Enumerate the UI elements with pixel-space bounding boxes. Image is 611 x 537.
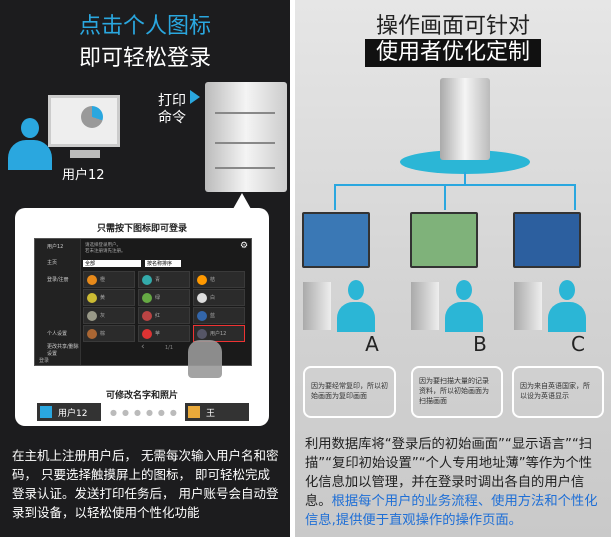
- note-b: 因为要扫描大量的记录资料，所以初始画面为扫描画面: [411, 366, 503, 418]
- monitor-icon: [48, 95, 120, 147]
- screen-a: [302, 212, 370, 268]
- user-tile[interactable]: 绿: [138, 289, 190, 306]
- screen-message: 请选择登录用户。 若未注册请先注册。: [85, 243, 126, 254]
- label-a: A: [365, 332, 379, 356]
- description-plain: 利用数据库将“登录后的初始画面”“显示语言”“扫描”“复印初始设置”“个人专用地…: [305, 437, 593, 509]
- user-tile[interactable]: 苹: [138, 325, 190, 342]
- user-tile[interactable]: 青: [138, 271, 190, 288]
- user-chip-after: 王: [185, 403, 249, 421]
- note-c: 因为来自英语国家，所以设为英语显示: [512, 366, 604, 418]
- monitor-stand: [70, 150, 100, 158]
- printer-b: [411, 282, 439, 330]
- label-b: B: [473, 332, 487, 356]
- user-tile[interactable]: 桔: [193, 271, 245, 288]
- user-c-icon: [548, 280, 586, 332]
- screen-b: [410, 212, 478, 268]
- right-panel: 操作画面可针对 使用者优化定制 A B C 因为要经常复印，所以初始画面为复印画…: [295, 0, 611, 537]
- label-c: C: [571, 332, 585, 356]
- side-item-register[interactable]: 登录/注册: [47, 277, 69, 283]
- left-title-2: 即可轻松登录: [78, 46, 211, 71]
- filter-select[interactable]: 全部: [83, 260, 141, 267]
- progress-dots: ●●●●●●: [110, 408, 182, 417]
- user-label: 用户12: [62, 168, 105, 183]
- user-tile[interactable]: 棕: [83, 325, 135, 342]
- left-title-1: 点击个人图标: [78, 14, 211, 39]
- left-description: 在主机上注册用户后， 无需每次输入用户名和密码， 只要选择触摸屏上的图标， 即可…: [12, 448, 279, 520]
- side-item-home[interactable]: 主页: [47, 260, 58, 266]
- prev-page-icon[interactable]: ‹: [141, 342, 145, 352]
- bubble-pointer: [233, 193, 251, 209]
- side-item-personal[interactable]: 个人设置: [47, 331, 68, 337]
- note-a: 因为要经常复印，所以初始画面为复印画面: [303, 366, 396, 418]
- login-screen: 用户12 请选择登录用户。 若未注册请先注册。 ⚙ 主页 登录/注册 个人设置 …: [34, 238, 252, 366]
- screen-footer: 登录: [39, 358, 50, 364]
- print-command-label: 打印 命令: [158, 93, 186, 126]
- page-indicator: 1/1: [165, 345, 174, 351]
- bubble-title: 只需按下图标即可登录: [96, 224, 187, 234]
- side-item-share[interactable]: 更改共享/删除设置: [47, 344, 79, 357]
- user-tile[interactable]: 红: [138, 307, 190, 324]
- arrow-icon: [190, 90, 200, 104]
- gear-icon[interactable]: ⚙: [240, 241, 249, 251]
- user-tile[interactable]: 黄: [83, 289, 135, 306]
- right-title-2: 使用者优化定制: [365, 39, 541, 67]
- printer-image: [205, 82, 287, 192]
- edit-caption: 可修改名字和照片: [105, 391, 178, 401]
- user-b-icon: [445, 280, 483, 332]
- printer-a: [303, 282, 331, 330]
- screen-user: 用户12: [47, 244, 64, 250]
- user-chip-before: 用户12: [37, 403, 101, 421]
- user-a-icon: [337, 280, 375, 332]
- printer-image: [440, 78, 490, 160]
- right-title-1: 操作画面可针对: [375, 14, 530, 39]
- screen-c: [513, 212, 581, 268]
- right-description: 利用数据库将“登录后的初始画面”“显示语言”“扫描”“复印初始设置”“个人专用地…: [305, 435, 605, 530]
- user-tile-grid: 橙 青 桔 黄 绿 白 灰 红 蓝 棕 苹 用户12: [83, 271, 247, 342]
- printer-c: [514, 282, 542, 330]
- user-tile[interactable]: 灰: [83, 307, 135, 324]
- connector-lines: [334, 172, 576, 210]
- user-icon: [8, 118, 52, 170]
- user-tile[interactable]: 蓝: [193, 307, 245, 324]
- user-tile[interactable]: 橙: [83, 271, 135, 288]
- left-panel: 点击个人图标 即可轻松登录 用户12 打印 命令 只需按下图标即可登录 用户12…: [0, 0, 290, 537]
- sort-select[interactable]: 按名称排序: [145, 260, 181, 267]
- user-tile-selected[interactable]: 用户12: [193, 325, 245, 342]
- user-tile[interactable]: 白: [193, 289, 245, 306]
- description-highlight: 根据每个用户的业务流程、使用方法和个性化信息,提供便于直观操作的操作页面。: [305, 494, 598, 528]
- hand-pointer-icon: [188, 340, 222, 378]
